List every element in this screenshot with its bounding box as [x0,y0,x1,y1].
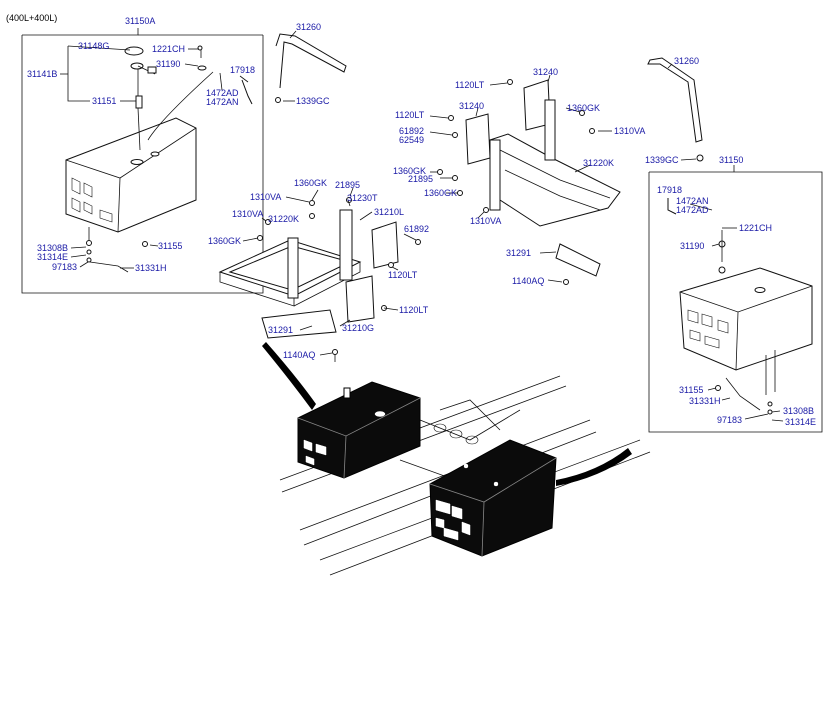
label-61892-left[interactable]: 61892 [404,224,429,234]
label-1120LT-c[interactable]: 1120LT [455,80,485,90]
label-31155-right[interactable]: 31155 [679,385,703,395]
plate-31210L[interactable] [371,221,399,269]
label-1221CH[interactable]: 1221CH [152,44,185,54]
pointer-arrow-right [556,448,632,486]
label-31230T[interactable]: 31230T [347,193,378,203]
left-fuel-tank[interactable] [65,117,197,233]
plate-31210G[interactable] [345,275,375,323]
label-1120LT-d[interactable]: 1120LT [395,110,425,120]
label-31150[interactable]: 31150 [719,155,743,165]
label-17918[interactable]: 17918 [230,65,255,75]
label-31240-b[interactable]: 31240 [459,101,484,111]
installed-tank-right[interactable] [429,439,557,557]
label-31155[interactable]: 31155 [158,241,182,251]
label-31150A[interactable]: 31150A [125,16,155,26]
label-31151[interactable]: 31151 [92,96,116,106]
label-1360GK-b[interactable]: 1360GK [208,236,241,246]
label-31314E[interactable]: 31314E [37,252,68,262]
label-1310VA-b[interactable]: 1310VA [232,209,263,219]
label-1360GK-d[interactable]: 1360GK [393,166,426,176]
label-97183[interactable]: 97183 [52,262,77,272]
label-31314E-right[interactable]: 31314E [785,417,816,427]
center-left-bracket-set: 31260 1339GC [208,22,429,362]
label-1140AQ-left[interactable]: 1140AQ [283,350,315,360]
label-31190[interactable]: 31190 [156,59,180,69]
label-17918-right[interactable]: 17918 [657,185,682,195]
strap-31260-right[interactable] [647,57,703,143]
label-31190-right[interactable]: 31190 [680,241,704,251]
vehicle-frame-illustration [262,342,651,576]
label-31220K-left[interactable]: 31220K [268,214,299,224]
label-1120LT-a[interactable]: 1120LT [388,270,418,280]
label-1310VA-a[interactable]: 1310VA [250,192,281,202]
label-62549[interactable]: 62549 [399,135,424,145]
cradle-31220K-right[interactable] [489,99,621,227]
label-31220K-right[interactable]: 31220K [583,158,614,168]
label-31308B-right[interactable]: 31308B [783,406,814,416]
label-31260-right[interactable]: 31260 [674,56,699,66]
label-31291-right[interactable]: 31291 [506,248,531,258]
cradle-31220K-left[interactable] [218,209,362,307]
strap-31260[interactable] [275,33,347,89]
center-right-bracket-set: 31240 1120LT 1120LT 31240 1360GK 61892 6… [393,67,645,286]
label-21895-left[interactable]: 21895 [335,180,360,190]
left-sender-unit[interactable] [124,46,157,151]
label-21895-right[interactable]: 21895 [408,174,433,184]
label-1310VA-d[interactable]: 1310VA [470,216,501,226]
right-tank-assembly: 31260 1339GC 31150 [645,56,823,433]
label-1472AN-right[interactable]: 1472AN [676,196,709,206]
left-tank-assembly: 31150A [21,16,264,294]
label-97183-right[interactable]: 97183 [717,415,742,425]
pointer-arrow-left [262,342,316,410]
label-1140AQ-right[interactable]: 1140AQ [512,276,544,286]
variant-label: (400L+400L) [6,13,57,23]
label-1472AN[interactable]: 1472AN [206,97,239,107]
label-1120LT-b[interactable]: 1120LT [399,305,429,315]
label-1472AD-right[interactable]: 1472AD [676,205,709,215]
label-1310VA-c[interactable]: 1310VA [614,126,645,136]
label-31240-a[interactable]: 31240 [533,67,558,77]
installed-tank-left[interactable] [297,381,421,479]
label-1360GK-e[interactable]: 1360GK [424,188,457,198]
rail-31291-left[interactable] [261,309,337,339]
label-1339GC-left[interactable]: 1339GC [296,96,330,106]
label-1339GC-right[interactable]: 1339GC [645,155,679,165]
label-1221CH-right[interactable]: 1221CH [739,223,772,233]
right-fuel-tank[interactable] [679,267,813,371]
rail-31291-right[interactable] [555,243,601,277]
label-31141B[interactable]: 31141B [27,69,57,79]
label-31308B[interactable]: 31308B [37,243,68,253]
label-31260-left[interactable]: 31260 [296,22,321,32]
plate-31240-lower[interactable] [465,113,491,165]
label-61892-right[interactable]: 61892 [399,126,424,136]
label-31148G[interactable]: 31148G [78,41,109,51]
label-31331H[interactable]: 31331H [135,263,167,273]
label-31291-left[interactable]: 31291 [268,325,293,335]
label-31210G[interactable]: 31210G [342,323,374,333]
label-1472AD[interactable]: 1472AD [206,88,239,98]
label-31331H-right[interactable]: 31331H [689,396,721,406]
label-1360GK-a[interactable]: 1360GK [294,178,327,188]
label-1360GK-c[interactable]: 1360GK [567,103,600,113]
label-31210L[interactable]: 31210L [374,207,404,217]
